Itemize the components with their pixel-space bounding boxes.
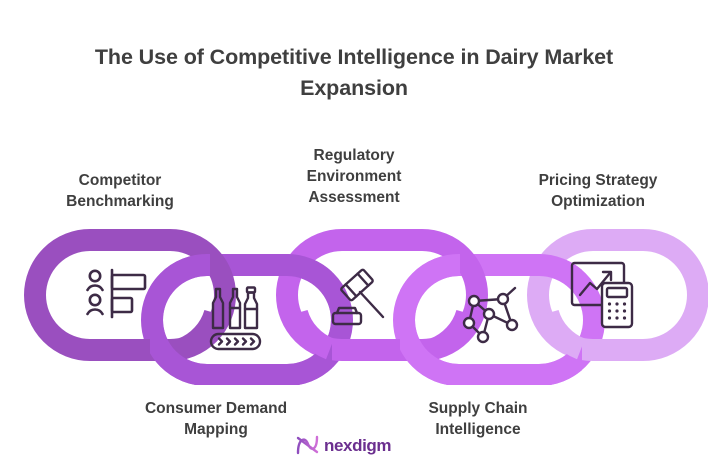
page-title: The Use of Competitive Intelligence in D… [94,45,614,100]
chain-link-3 [276,229,488,361]
milk-bottles-conveyor-icon [209,286,262,351]
step-label-regulatory-environment-assessment: Regulatory Environment Assessment [306,147,402,207]
chain-crossover-strands [177,309,586,360]
chain-link-4-overlap-left [400,254,460,385]
step-label-consumer-demand-mapping: Consumer Demand Mapping [144,400,288,439]
nexdigm-logo: nexdigm [296,432,414,458]
step-label-pricing-strategy-optimization: Pricing Strategy Optimization [538,172,658,211]
step-label-competitor-benchmarking: Competitor Benchmarking [66,172,174,211]
chain-link-5 [527,229,708,361]
nexdigm-n-mark [296,435,319,455]
network-nodes-icon [462,286,519,344]
growth-chart-calculator-icon [570,261,634,329]
step-label-supply-chain-intelligence: Supply Chain Intelligence [428,400,528,439]
gavel-icon [331,268,385,326]
nexdigm-logo-text: nexdigm [324,435,392,455]
chain-link-1 [24,229,236,361]
chain-link-2-overlap [150,254,210,385]
chain-diagram [0,225,708,385]
benchmark-chart-icon [86,268,147,319]
